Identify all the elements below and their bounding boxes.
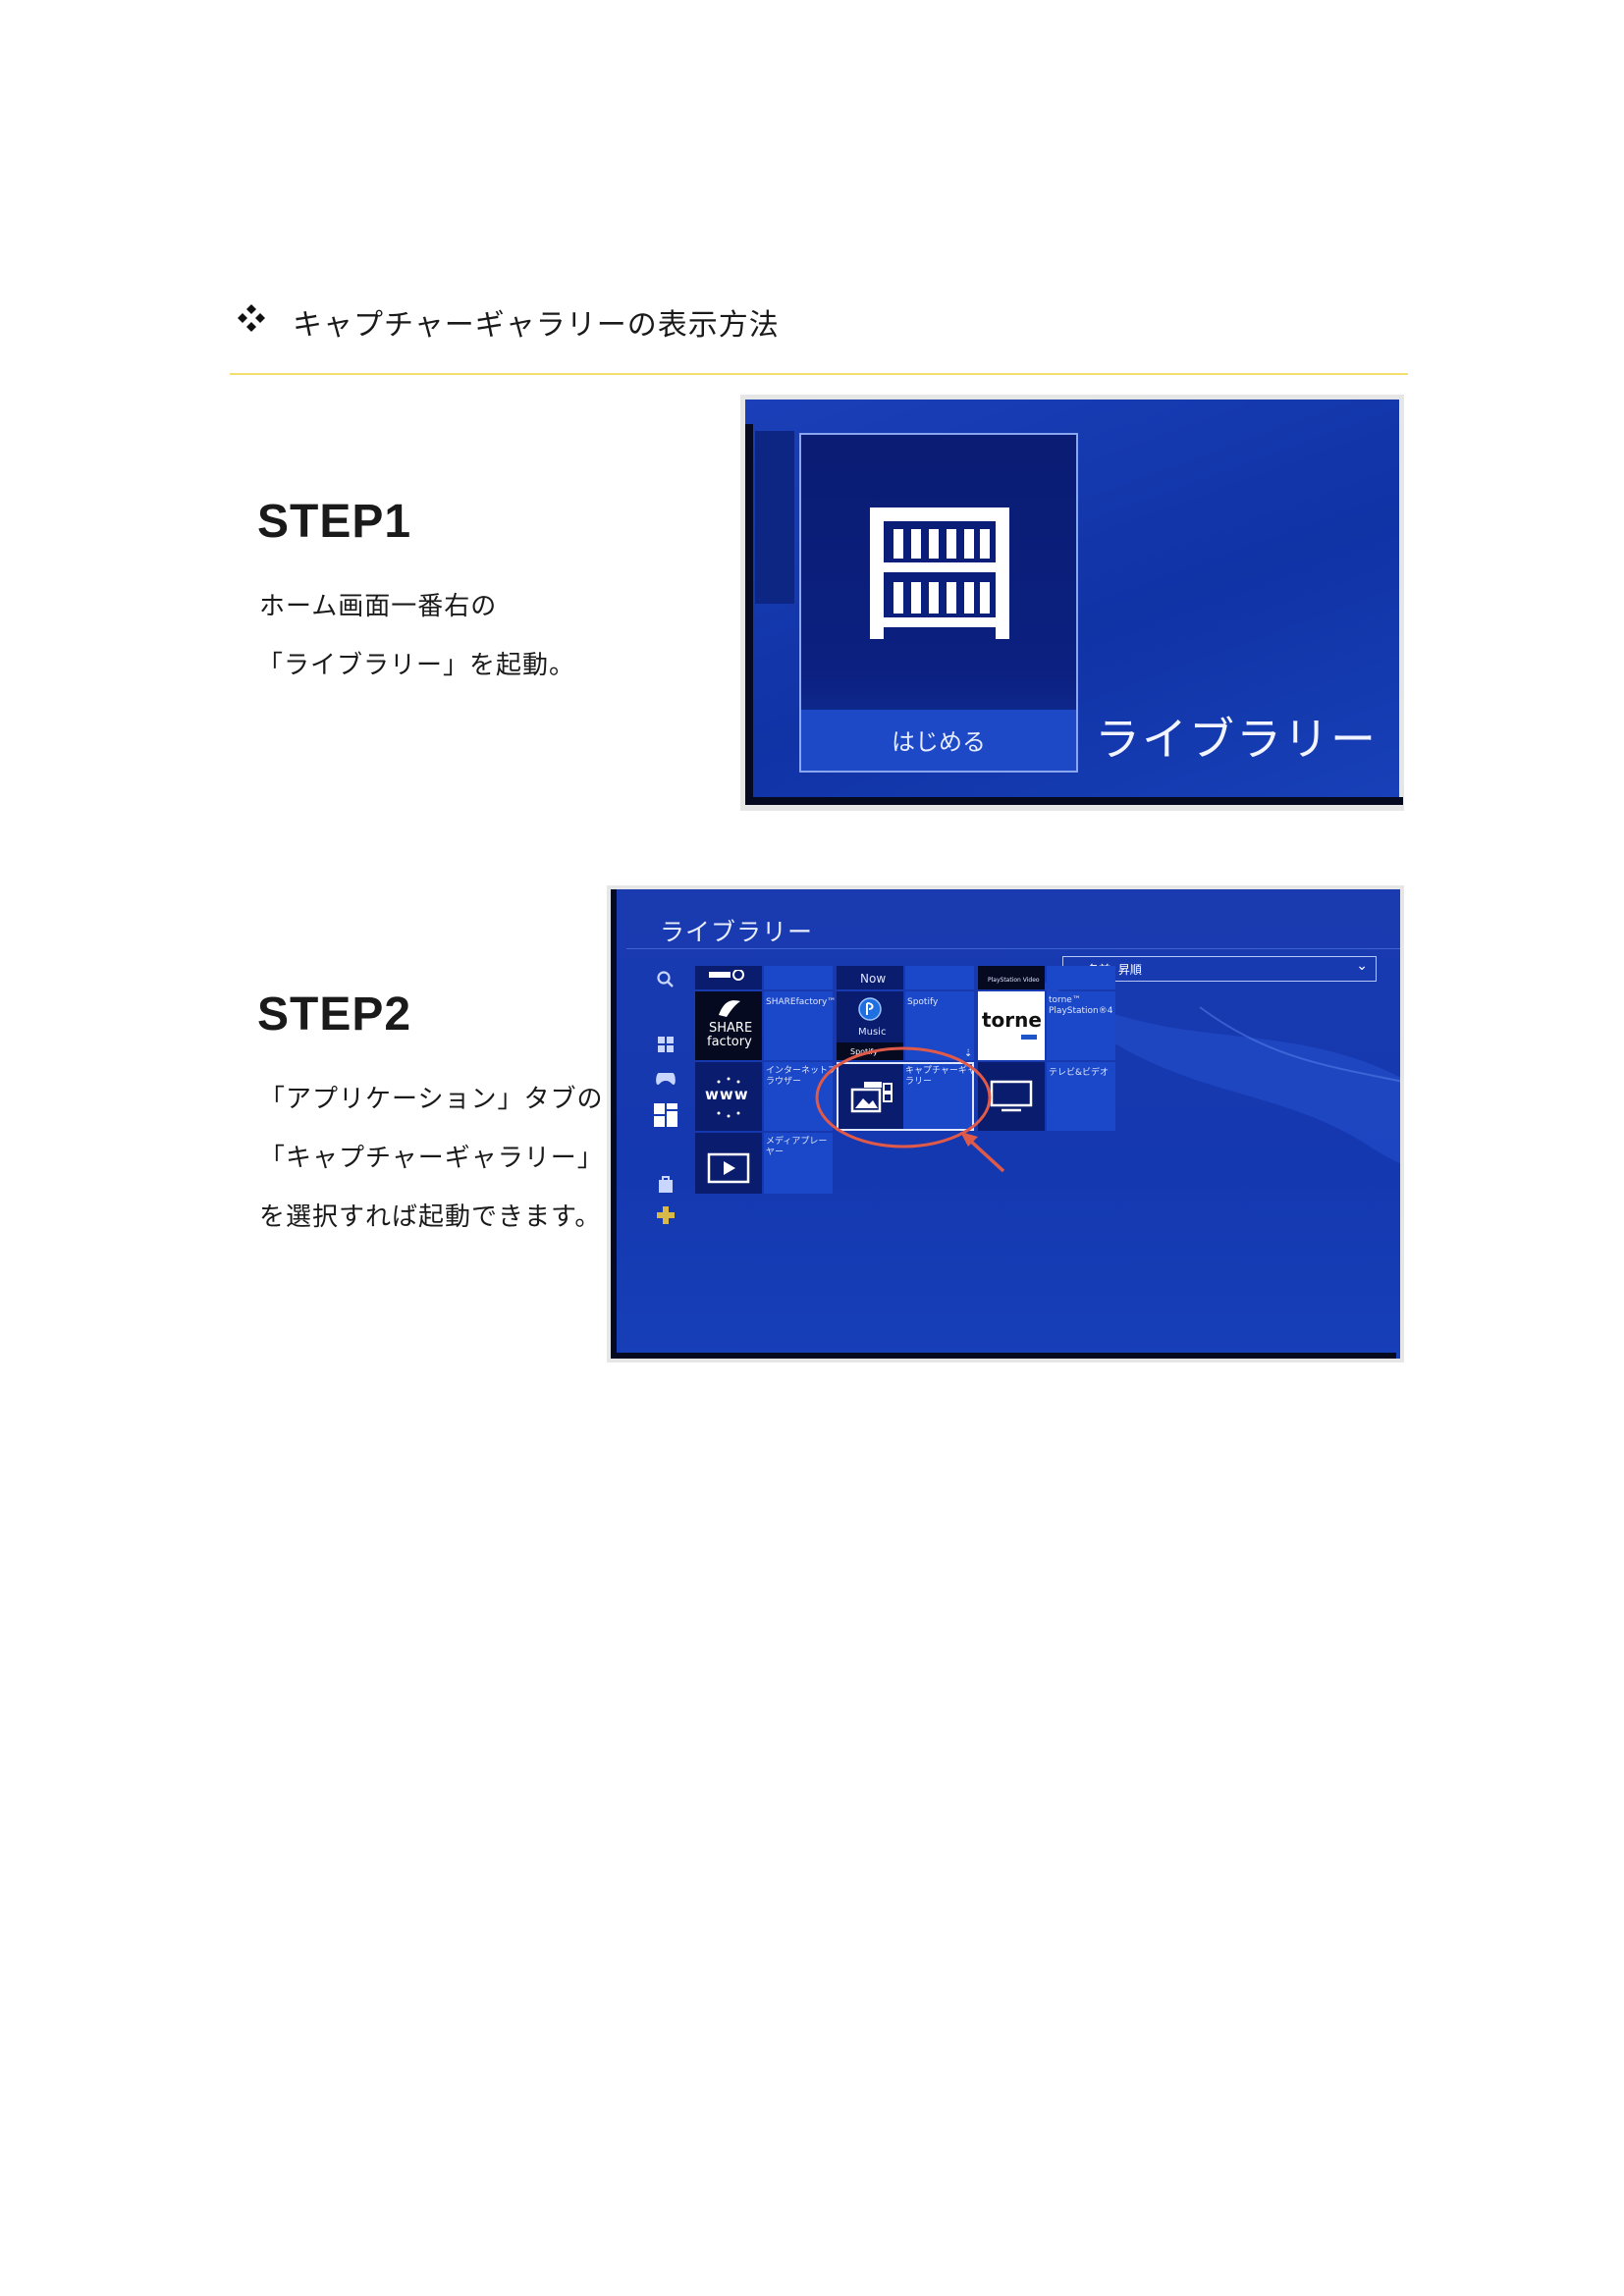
highlight-annotation bbox=[815, 1046, 1005, 1173]
diamond-cluster-icon bbox=[238, 304, 265, 332]
sharefactory-logo-icon bbox=[719, 1000, 740, 1017]
library-screenshot: はじめる ライブラリー bbox=[740, 395, 1404, 811]
library-header-title: ライブラリー bbox=[660, 918, 814, 946]
spotify-badge: Spotify bbox=[850, 1047, 878, 1056]
torne-tile[interactable]: torne bbox=[978, 991, 1045, 1060]
chevron-down-icon: ⌄ bbox=[1356, 958, 1368, 974]
step1-line-2: 「ライブラリー」を起動。 bbox=[257, 651, 576, 680]
step2-title: STEP2 bbox=[257, 988, 412, 1041]
library-tile[interactable]: はじめる bbox=[799, 433, 1078, 773]
step2-line-1: 「アプリケーション」タブの bbox=[259, 1085, 604, 1114]
torne-logo: torne bbox=[982, 1008, 1042, 1032]
gamepad-icon[interactable] bbox=[655, 1071, 677, 1087]
grid-icon[interactable] bbox=[656, 1035, 676, 1054]
torne-subname: PlayStation®4 bbox=[1049, 1006, 1113, 1016]
library-apps-screenshot: ライブラリー 名前: 昇順 ⌄ bbox=[607, 885, 1404, 1362]
capture-gallery-name-2: ラリー bbox=[905, 1077, 933, 1087]
app-tile[interactable]: Now bbox=[837, 966, 903, 989]
start-button-label[interactable]: はじめる bbox=[892, 728, 986, 756]
playstation-logo-icon bbox=[858, 997, 882, 1021]
gallery-images-icon bbox=[850, 1082, 893, 1113]
spotify-name: Spotify bbox=[907, 997, 939, 1007]
library-app-label: ライブラリー bbox=[1095, 713, 1378, 766]
plus-icon[interactable] bbox=[656, 1205, 676, 1225]
heading-divider bbox=[230, 373, 1408, 375]
tv-icon bbox=[990, 1080, 1033, 1112]
globe-dots-icon bbox=[717, 1077, 740, 1118]
step1-line-1: ホーム画面一番右の bbox=[259, 592, 498, 621]
sharefactory-name: SHAREfactory™ bbox=[766, 997, 837, 1007]
store-bag-icon[interactable] bbox=[657, 1174, 675, 1194]
step2-line-3: を選択すれば起動できます。 bbox=[259, 1202, 602, 1232]
library-shelf-icon bbox=[870, 507, 1009, 639]
app-tile[interactable] bbox=[695, 966, 762, 989]
media-player-name-2: ヤー bbox=[766, 1148, 785, 1157]
sharefactory-tile[interactable]: SHARE factory bbox=[695, 991, 762, 1060]
capture-gallery-tile[interactable] bbox=[837, 1062, 903, 1131]
search-icon[interactable] bbox=[656, 970, 676, 989]
internet-browser-tile[interactable]: www bbox=[695, 1062, 762, 1131]
background-wave bbox=[1023, 968, 1400, 1164]
previous-tile-edge bbox=[755, 431, 794, 604]
torne-name: torne™ bbox=[1049, 995, 1081, 1005]
www-logo: www bbox=[705, 1086, 749, 1103]
section-heading: キャプチャーギャラリーの表示方法 bbox=[293, 308, 780, 343]
media-player-name: メディアプレー bbox=[766, 1137, 828, 1147]
playstation-video-tile[interactable]: PlayStation Video bbox=[978, 966, 1045, 989]
internet-browser-name-2: ラウザー bbox=[766, 1077, 802, 1087]
internet-browser-name: インターネットブ bbox=[766, 1066, 838, 1076]
download-icon: ⇣ bbox=[964, 1048, 973, 1059]
capture-gallery-name: キャプチャーギャ bbox=[905, 1066, 976, 1076]
app-tile-icon bbox=[709, 970, 744, 981]
step1-title: STEP1 bbox=[257, 496, 412, 548]
play-screen-icon bbox=[707, 1152, 750, 1184]
applications-icon[interactable] bbox=[652, 1101, 679, 1129]
step2-line-2: 「キャプチャーギャラリー」 bbox=[259, 1144, 604, 1173]
tv-video-name: テレビ&ビデオ bbox=[1049, 1068, 1110, 1078]
media-player-tile[interactable] bbox=[695, 1133, 762, 1194]
